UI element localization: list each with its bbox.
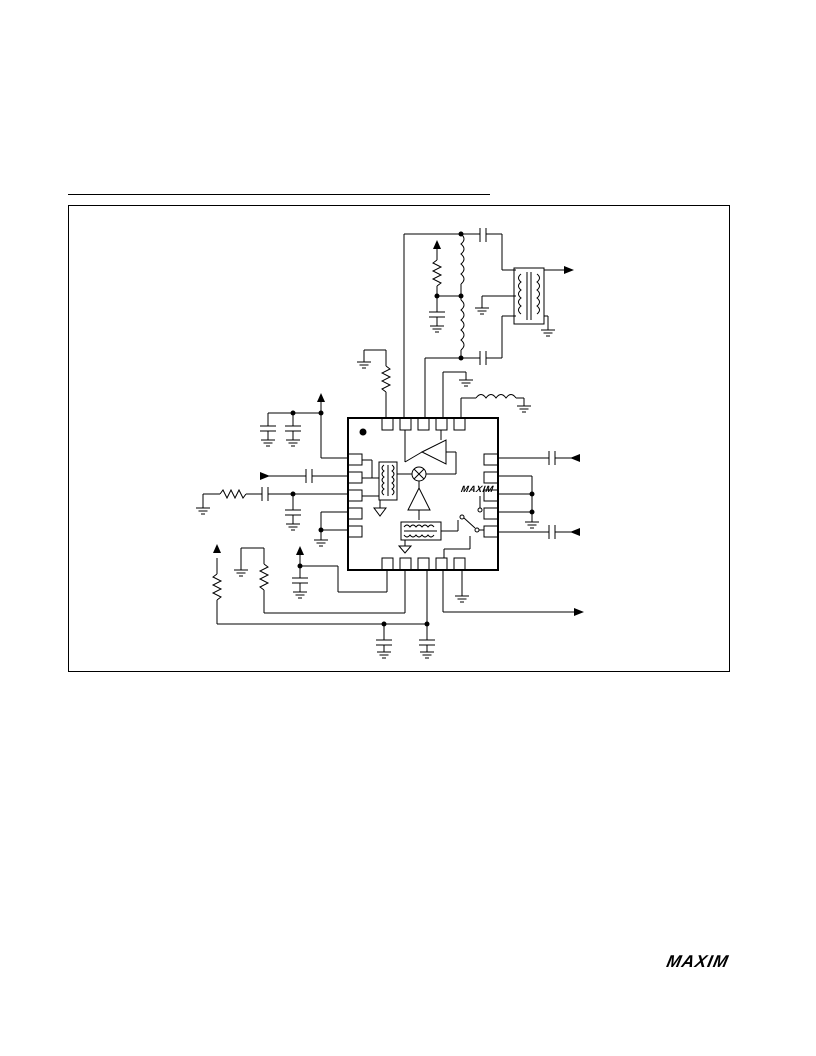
rf-input-network bbox=[498, 451, 576, 539]
arrow-up-icon bbox=[296, 546, 304, 555]
arrow-right-icon bbox=[574, 608, 584, 616]
output-network bbox=[363, 228, 566, 418]
maxim-logo-icon: MAXIM bbox=[664, 952, 731, 971]
left-pins bbox=[347, 453, 363, 538]
arrow-up-icon bbox=[433, 240, 441, 249]
arrow-left-icon bbox=[570, 454, 580, 462]
arrow-left-icon bbox=[570, 528, 580, 536]
arrow-right-icon bbox=[260, 472, 270, 480]
ground-symbols bbox=[195, 307, 556, 659]
section-header-rule bbox=[68, 194, 490, 195]
ic-internal-blocks bbox=[362, 430, 484, 558]
lo-input-network bbox=[202, 400, 348, 540]
arrow-up-icon bbox=[213, 544, 221, 553]
arrow-up-icon bbox=[317, 393, 325, 402]
arrow-right-icon bbox=[564, 266, 574, 274]
maxim-logo-icon: MAXIM bbox=[460, 484, 495, 494]
signal-arrows bbox=[213, 240, 584, 616]
junction-dots bbox=[290, 231, 535, 627]
bias-network bbox=[211, 547, 574, 652]
pin1-marker bbox=[359, 428, 367, 436]
top-pins bbox=[381, 417, 466, 431]
bottom-pins bbox=[381, 557, 466, 571]
figure-frame bbox=[68, 205, 730, 672]
